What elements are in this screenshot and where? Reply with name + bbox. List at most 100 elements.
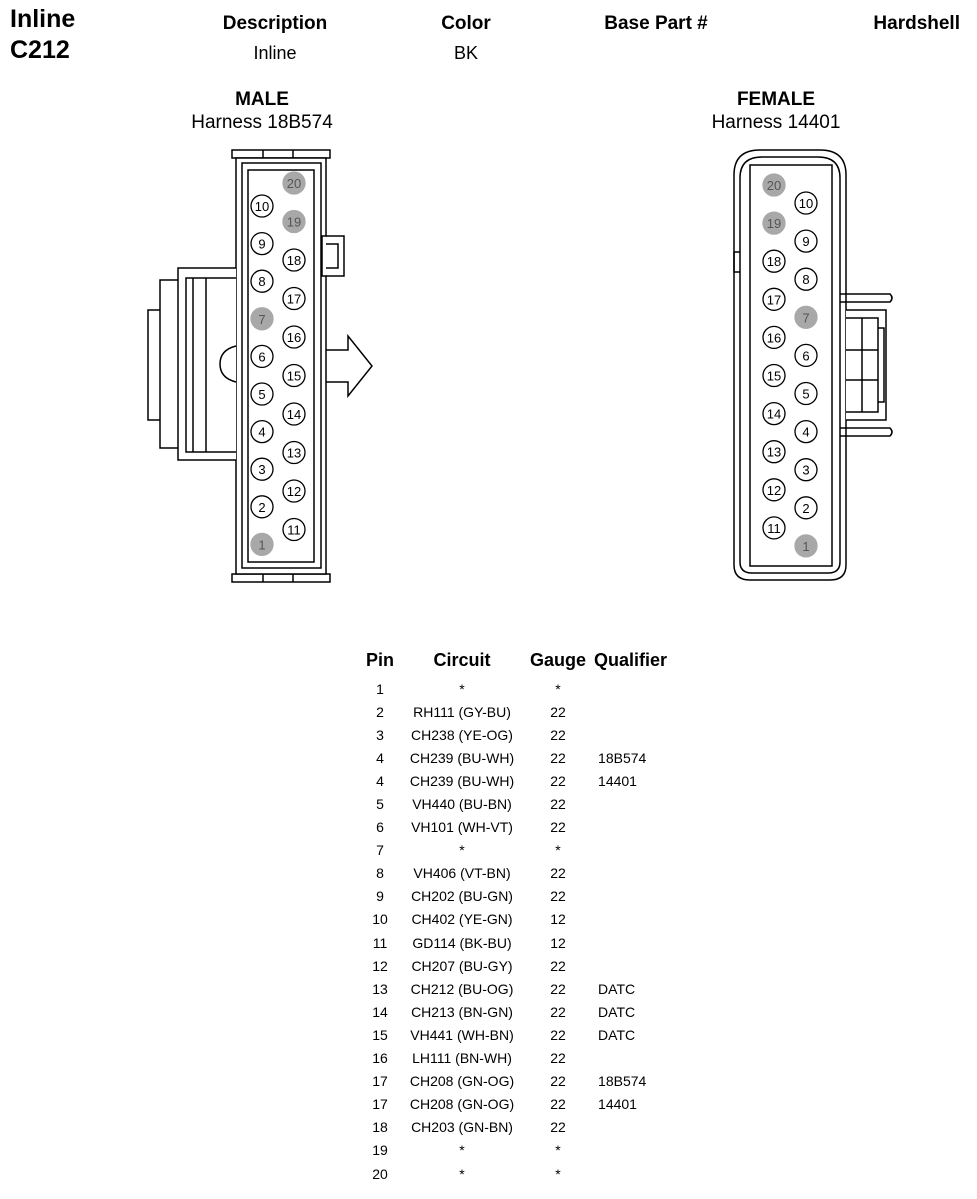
pin-cell: 14 bbox=[372, 1003, 388, 1020]
pin-circle bbox=[762, 363, 786, 388]
gauge-cell: 22 bbox=[550, 772, 566, 789]
pin-number-label: 8 bbox=[802, 272, 809, 287]
pin-number-label: 14 bbox=[287, 407, 301, 422]
pin-circle bbox=[282, 286, 306, 311]
pin-circle bbox=[794, 229, 818, 253]
pin-circle bbox=[794, 458, 818, 482]
color-header: Color bbox=[441, 13, 491, 34]
pin-12: 12 bbox=[762, 478, 786, 502]
gauge-cell: 22 bbox=[550, 726, 566, 743]
female-harness-label: Harness 14401 bbox=[711, 112, 841, 133]
pin-9: 9 bbox=[250, 231, 274, 256]
gauge-cell: 22 bbox=[550, 703, 566, 720]
qualifier-cell: 14401 bbox=[598, 1096, 637, 1113]
gauge-cell: 22 bbox=[550, 796, 566, 813]
pin-circle bbox=[794, 305, 818, 329]
pin-cell: 8 bbox=[376, 865, 384, 882]
hardshell-header: Hardshell bbox=[873, 13, 960, 34]
pin-circle bbox=[282, 440, 306, 465]
pin-9: 9 bbox=[794, 229, 818, 253]
pin-circle bbox=[762, 440, 786, 464]
circuit-cell: CH203 (GN-BN) bbox=[411, 1119, 513, 1136]
description-value: Inline bbox=[253, 43, 297, 63]
qualifier-cell bbox=[590, 677, 671, 700]
pin-1: 1 bbox=[250, 532, 274, 557]
qualifier-cell bbox=[590, 885, 671, 908]
pin-circle bbox=[282, 171, 306, 195]
pin-cell: 20 bbox=[372, 1165, 388, 1182]
pin-number-label: 7 bbox=[802, 310, 809, 325]
qualifier-cell bbox=[590, 931, 671, 954]
qualifier-cell bbox=[590, 700, 671, 723]
pin-number-label: 3 bbox=[258, 462, 265, 477]
connector-type: Inline bbox=[10, 5, 76, 33]
pin-number-label: 9 bbox=[258, 237, 265, 252]
pin-cell: 15 bbox=[372, 1026, 388, 1043]
pin-16: 16 bbox=[282, 325, 306, 349]
pin-20: 20 bbox=[282, 171, 306, 195]
qualifier-cell: DATC bbox=[598, 1003, 636, 1020]
pin-17: 17 bbox=[282, 286, 306, 311]
pin-10: 10 bbox=[250, 194, 274, 218]
table-row: 7** bbox=[362, 839, 671, 862]
gauge-cell: 22 bbox=[550, 819, 566, 836]
pin-4: 4 bbox=[794, 419, 818, 444]
qualifier-cell bbox=[590, 1116, 671, 1139]
pin-19: 19 bbox=[762, 211, 786, 235]
base-part-header: Base Part # bbox=[604, 13, 708, 34]
pin-8: 8 bbox=[250, 269, 274, 293]
qualifier-cell bbox=[590, 816, 671, 839]
pin-10: 10 bbox=[794, 191, 818, 215]
circuit-cell: VH441 (WH-BN) bbox=[410, 1026, 514, 1043]
pin-6: 6 bbox=[794, 343, 818, 368]
pin-number-label: 11 bbox=[287, 523, 301, 538]
pin-5: 5 bbox=[794, 381, 818, 406]
circuit-cell: VH101 (WH-VT) bbox=[411, 819, 513, 836]
pin-circle bbox=[282, 209, 306, 234]
pin-circle bbox=[794, 343, 818, 368]
pin-cell: 2 bbox=[376, 703, 384, 720]
gauge-column-header: Gauge bbox=[530, 650, 587, 670]
pin-15: 15 bbox=[762, 363, 786, 388]
pin-circle bbox=[762, 516, 786, 540]
qualifier-cell bbox=[590, 954, 671, 977]
circuit-column-header: Circuit bbox=[433, 650, 491, 670]
pin-8: 8 bbox=[794, 267, 818, 291]
pin-14: 14 bbox=[282, 402, 306, 426]
pin-7: 7 bbox=[250, 307, 274, 331]
circuit-cell: CH213 (BN-GN) bbox=[411, 1003, 513, 1020]
qualifier-cell bbox=[590, 1047, 671, 1070]
gauge-cell: 22 bbox=[550, 1096, 566, 1113]
qualifier-cell: DATC bbox=[598, 1026, 636, 1043]
pin-number-label: 1 bbox=[258, 537, 265, 552]
pin-15: 15 bbox=[282, 363, 306, 388]
pin-number-label: 5 bbox=[258, 387, 265, 402]
qualifier-cell: 14401 bbox=[598, 772, 637, 789]
qualifier-cell: 18B574 bbox=[598, 749, 647, 766]
gauge-cell: * bbox=[555, 1142, 561, 1159]
pin-number-label: 2 bbox=[802, 501, 809, 516]
pin-circle bbox=[282, 363, 306, 388]
pin-11: 11 bbox=[282, 517, 306, 542]
circuit-cell: LH111 (BN-WH) bbox=[412, 1050, 512, 1067]
circuit-cell: * bbox=[459, 1165, 465, 1182]
circuit-cell: * bbox=[459, 842, 465, 859]
pin-circle bbox=[250, 307, 274, 331]
qualifier-cell bbox=[590, 908, 671, 931]
pin-cell: 3 bbox=[376, 726, 384, 743]
pin-circle bbox=[250, 495, 274, 519]
pin-12: 12 bbox=[282, 479, 306, 503]
pin-number-label: 12 bbox=[767, 483, 781, 498]
description-header: Description bbox=[222, 13, 328, 34]
pin-number-label: 13 bbox=[287, 446, 301, 461]
